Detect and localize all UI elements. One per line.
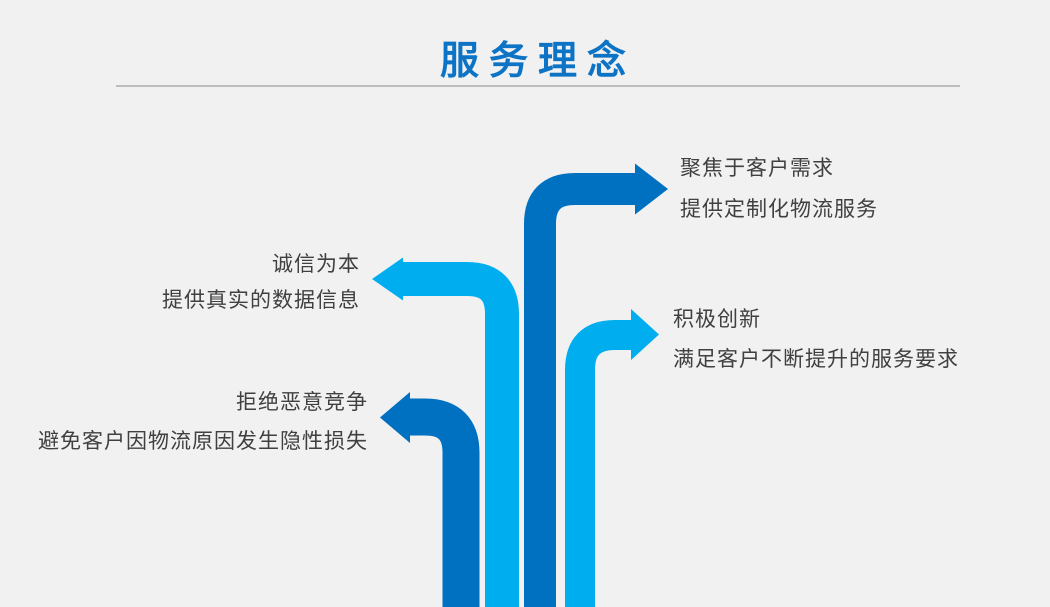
arrow-reject-ribbon [410,398,480,607]
arrow-reject-head-icon [380,392,410,443]
item-active-innovation: 积极创新 满足客户不断提升的服务要求 [673,300,1033,380]
item-line1: 拒绝恶意竞争 [236,391,368,414]
arrow-focus-ribbon [524,173,636,607]
item-line2: 提供定制化物流服务 [680,198,878,221]
item-line2: 满足客户不断提升的服务要求 [673,348,959,371]
arrow-innovation-head-icon [631,309,659,360]
item-focus-customer-needs: 聚焦于客户需求 提供定制化物流服务 [680,148,1020,230]
item-line2: 提供真实的数据信息 [162,289,360,312]
page-title: 服务理念 [439,40,636,83]
arrow-integrity-head-icon [372,257,403,301]
item-integrity-first: 诚信为本 提供真实的数据信息 [30,247,360,319]
item-line1: 积极创新 [673,308,761,331]
arrow-focus-head-icon [635,163,668,215]
item-line1: 诚信为本 [272,253,360,276]
item-line1: 聚焦于客户需求 [680,157,834,180]
arrow-integrity-ribbon [402,262,519,607]
item-line2: 避免客户因物流原因发生隐性损失 [38,430,368,453]
arrow-innovation-ribbon [565,320,632,607]
item-reject-malicious-competition: 拒绝恶意竞争 避免客户因物流原因发生隐性损失 [22,383,368,461]
title-divider [116,85,960,87]
